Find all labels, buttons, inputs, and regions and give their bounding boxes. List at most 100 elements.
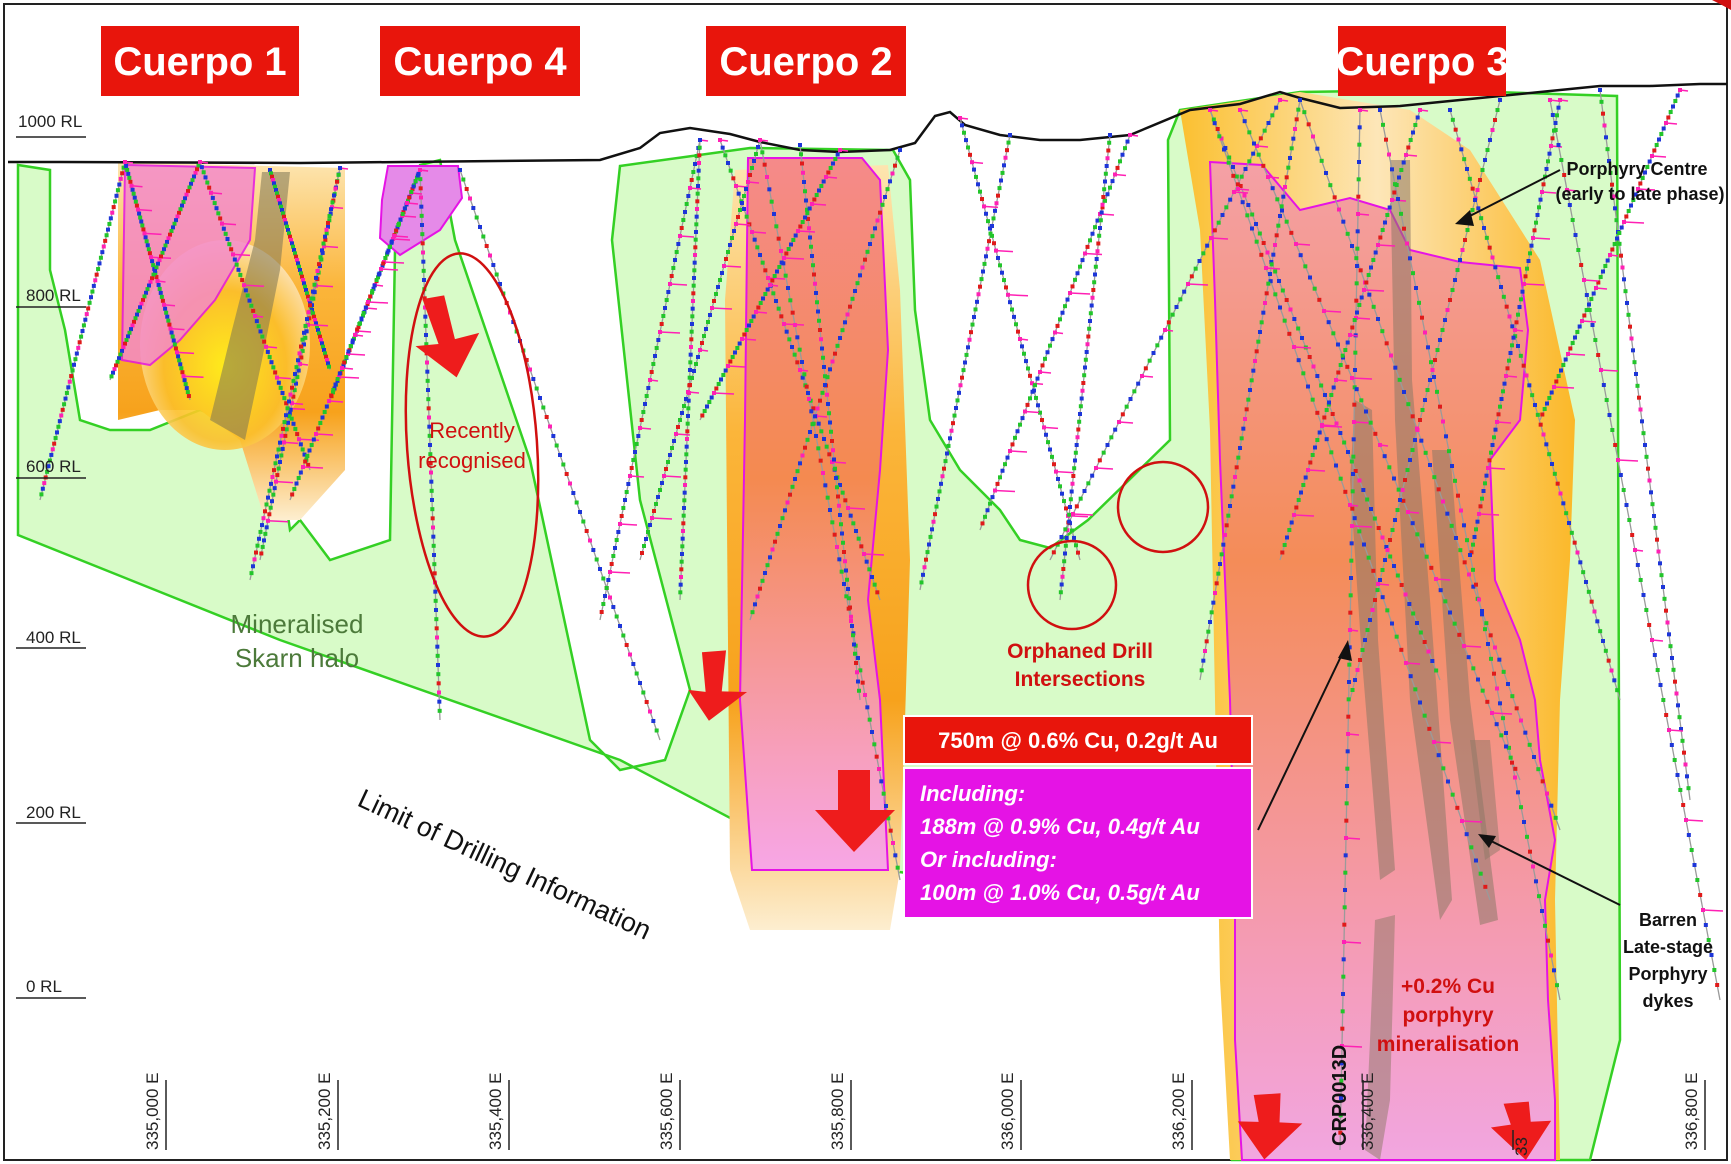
drill-assay-tick [179, 366, 184, 371]
drill-assay-tick [760, 260, 765, 265]
drill-assay-tick [702, 409, 707, 413]
drill-assay-tick [1544, 167, 1549, 171]
drill-assay-tick [429, 488, 434, 493]
drill-assay-tick [1462, 523, 1466, 528]
drill-assay-tick [1030, 389, 1035, 394]
drill-assay-tick [1343, 870, 1348, 875]
drill-assay-tick [641, 410, 646, 414]
drill-assay-tick [1556, 143, 1561, 147]
drill-assay-tick [1550, 462, 1554, 466]
drill-assay-tick [313, 318, 317, 322]
drill-assay-tick [763, 571, 767, 575]
drill-assay-tick [295, 432, 300, 437]
drill-assay-tick [1289, 230, 1294, 235]
drill-assay-tick [1259, 320, 1264, 325]
drill-assay-tick [928, 534, 933, 539]
drill-assay-tick [1450, 288, 1455, 292]
drill-assay-tick [1355, 264, 1359, 268]
drill-assay-tick [827, 452, 832, 457]
drill-assay-tick [1609, 668, 1614, 673]
drill-assay-tick [1373, 431, 1378, 436]
drill-assay-tick [1561, 363, 1566, 367]
drill-assay-tick [1048, 343, 1052, 348]
drill-assay-tick [1643, 170, 1647, 175]
arrow-red-cuerpo2-bottom [815, 770, 895, 852]
drill-assay-tick [1645, 165, 1650, 169]
drill-assay-tick [666, 460, 670, 464]
drill-assay-tick [867, 717, 872, 722]
drill-assay-tick [1489, 450, 1493, 455]
drill-assay-tick [132, 319, 136, 324]
drill-assay-tick [1661, 698, 1666, 702]
drill-assay-tick [303, 323, 308, 328]
drill-assay-tick [987, 239, 991, 244]
drill-assay-tick [181, 199, 186, 204]
drill-assay-tick [270, 499, 274, 504]
drill-assay-tick [1345, 749, 1350, 754]
drill-assay-tick [1514, 320, 1519, 325]
drill-assay-tick [315, 324, 319, 329]
drill-assay-spike [1379, 444, 1389, 447]
drill-assay-tick [1353, 350, 1358, 355]
drill-assay-tick [1535, 213, 1540, 217]
drill-assay-tick [730, 355, 735, 359]
drill-assay-tick [939, 481, 943, 486]
drill-assay-spike [983, 205, 999, 209]
drill-assay-tick [864, 559, 869, 564]
drill-assay-spike [1541, 191, 1557, 194]
drill-assay-tick [79, 334, 84, 339]
drill-assays [39, 88, 1724, 1135]
drill-assay-tick [372, 283, 377, 288]
drill-assay-tick [1577, 324, 1582, 329]
drill-assay-tick [166, 236, 171, 241]
drill-assay-spike [713, 392, 735, 395]
drill-assay-tick [355, 327, 360, 332]
drill-assay-tick [288, 234, 292, 239]
drill-assay-tick [1343, 888, 1347, 892]
drill-assay-tick [344, 355, 349, 359]
drill-assay-tick [1380, 595, 1385, 600]
drill-assay-tick [1072, 466, 1077, 471]
drill-assay-tick [1443, 599, 1448, 604]
drill-assay-tick [1397, 377, 1402, 382]
drill-assay-tick [115, 359, 120, 364]
drill-assay-tick [1307, 355, 1312, 359]
drill-assay-tick [127, 175, 132, 180]
drill-assay-tick [954, 406, 958, 410]
drill-assay-tick [829, 429, 833, 434]
drill-assay-tick [693, 245, 698, 250]
drill-assay-tick [276, 466, 281, 471]
drill-assay-tick [1634, 372, 1638, 376]
drill-assay-tick [1357, 142, 1362, 147]
drill-assay-tick [1456, 137, 1461, 142]
drill-assay-tick [426, 397, 431, 402]
drill-assay-tick [1008, 133, 1012, 137]
drill-assay-tick [1085, 342, 1090, 347]
drill-assay-tick [177, 358, 182, 363]
drill-assay-tick [137, 211, 142, 216]
drill-assay-tick [1099, 210, 1104, 215]
drill-assay-tick [1074, 543, 1078, 548]
rl-label-600: 600 RL [26, 457, 81, 476]
drill-assay-tick [724, 257, 728, 261]
drill-assay-tick [1226, 160, 1231, 165]
drill-assay-tick [1155, 343, 1160, 348]
drill-assay-tick [1612, 678, 1617, 683]
drill-assay-tick [1306, 384, 1310, 389]
drill-assay-tick [234, 262, 239, 267]
drill-assay-tick [1428, 378, 1432, 382]
drill-assay-tick [1063, 551, 1067, 556]
cu-mineralisation-line1: +0.2% Cu [1401, 975, 1495, 998]
drill-assay-tick [753, 602, 757, 607]
drill-assay-tick [1063, 543, 1068, 548]
drill-assay-tick [298, 442, 303, 447]
drill-assay-spike [687, 391, 700, 394]
drill-assay-tick [886, 816, 891, 821]
drill-assay-tick [624, 490, 629, 494]
drill-assay-tick [795, 360, 800, 365]
drill-assay-tick [972, 315, 976, 319]
drill-assay-tick [1310, 397, 1315, 402]
drill-assay-tick [730, 236, 734, 240]
drill-assay-tick [1292, 317, 1297, 321]
drill-assay-tick [160, 250, 165, 255]
